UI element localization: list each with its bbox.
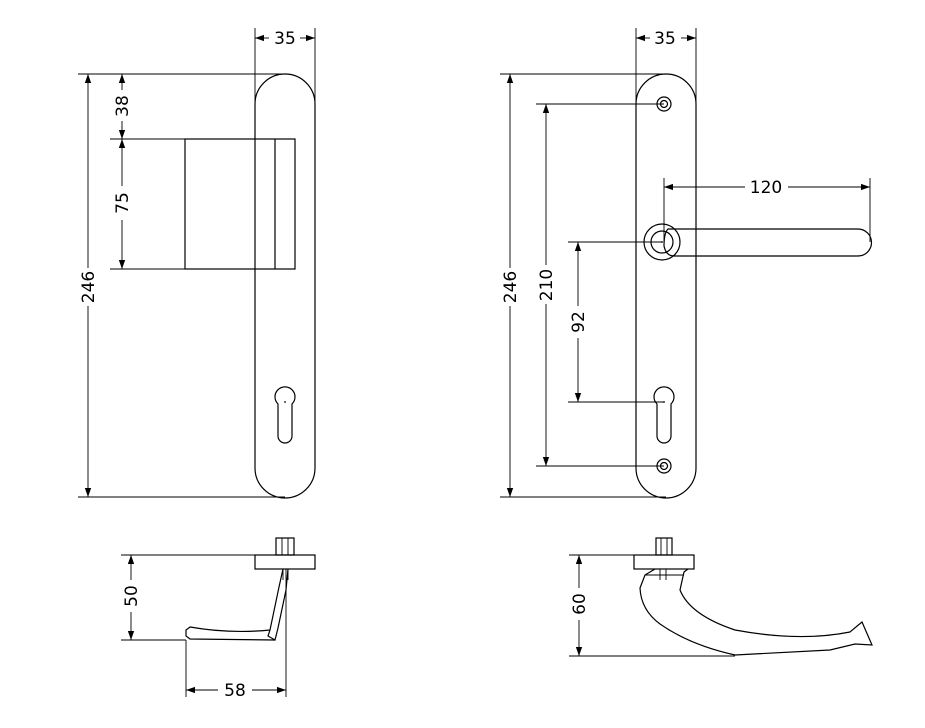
right-lever-profile	[639, 568, 873, 656]
left-profile-plate	[254, 554, 316, 570]
left-keyhole	[274, 386, 296, 444]
right-handle-cylinder-label: 92	[569, 311, 589, 333]
left-back-plate	[254, 73, 316, 499]
right-side-profile: 60	[569, 537, 873, 657]
left-height-label: 246	[79, 271, 99, 303]
left-width-label: 35	[274, 29, 296, 49]
left-pull-neck	[267, 568, 289, 641]
right-profile-plate	[633, 554, 695, 570]
right-spindle	[655, 537, 673, 556]
left-block-label: 75	[113, 192, 133, 214]
right-keyhole	[653, 386, 675, 444]
right-lever-label: 120	[750, 178, 782, 198]
right-lever	[663, 228, 873, 257]
right-back-plate	[635, 73, 697, 499]
left-side-profile: 50 58	[121, 537, 316, 701]
right-width-label: 35	[654, 29, 676, 49]
left-top-offset-label: 38	[113, 95, 133, 117]
left-pull-arm	[185, 626, 276, 641]
right-front-view: 35 120 246 210 92	[500, 28, 873, 499]
left-profile-depth-label: 58	[224, 681, 246, 701]
right-height-label: 246	[501, 271, 521, 303]
left-front-view: 35 246 38 75	[78, 28, 316, 499]
right-screw-spacing-label: 210	[537, 269, 557, 301]
left-spindle	[275, 537, 295, 556]
left-keyhole-center	[284, 401, 286, 403]
right-profile-height-label: 60	[570, 593, 590, 615]
left-handle-block	[184, 138, 296, 270]
left-profile-height-label: 50	[122, 585, 142, 607]
